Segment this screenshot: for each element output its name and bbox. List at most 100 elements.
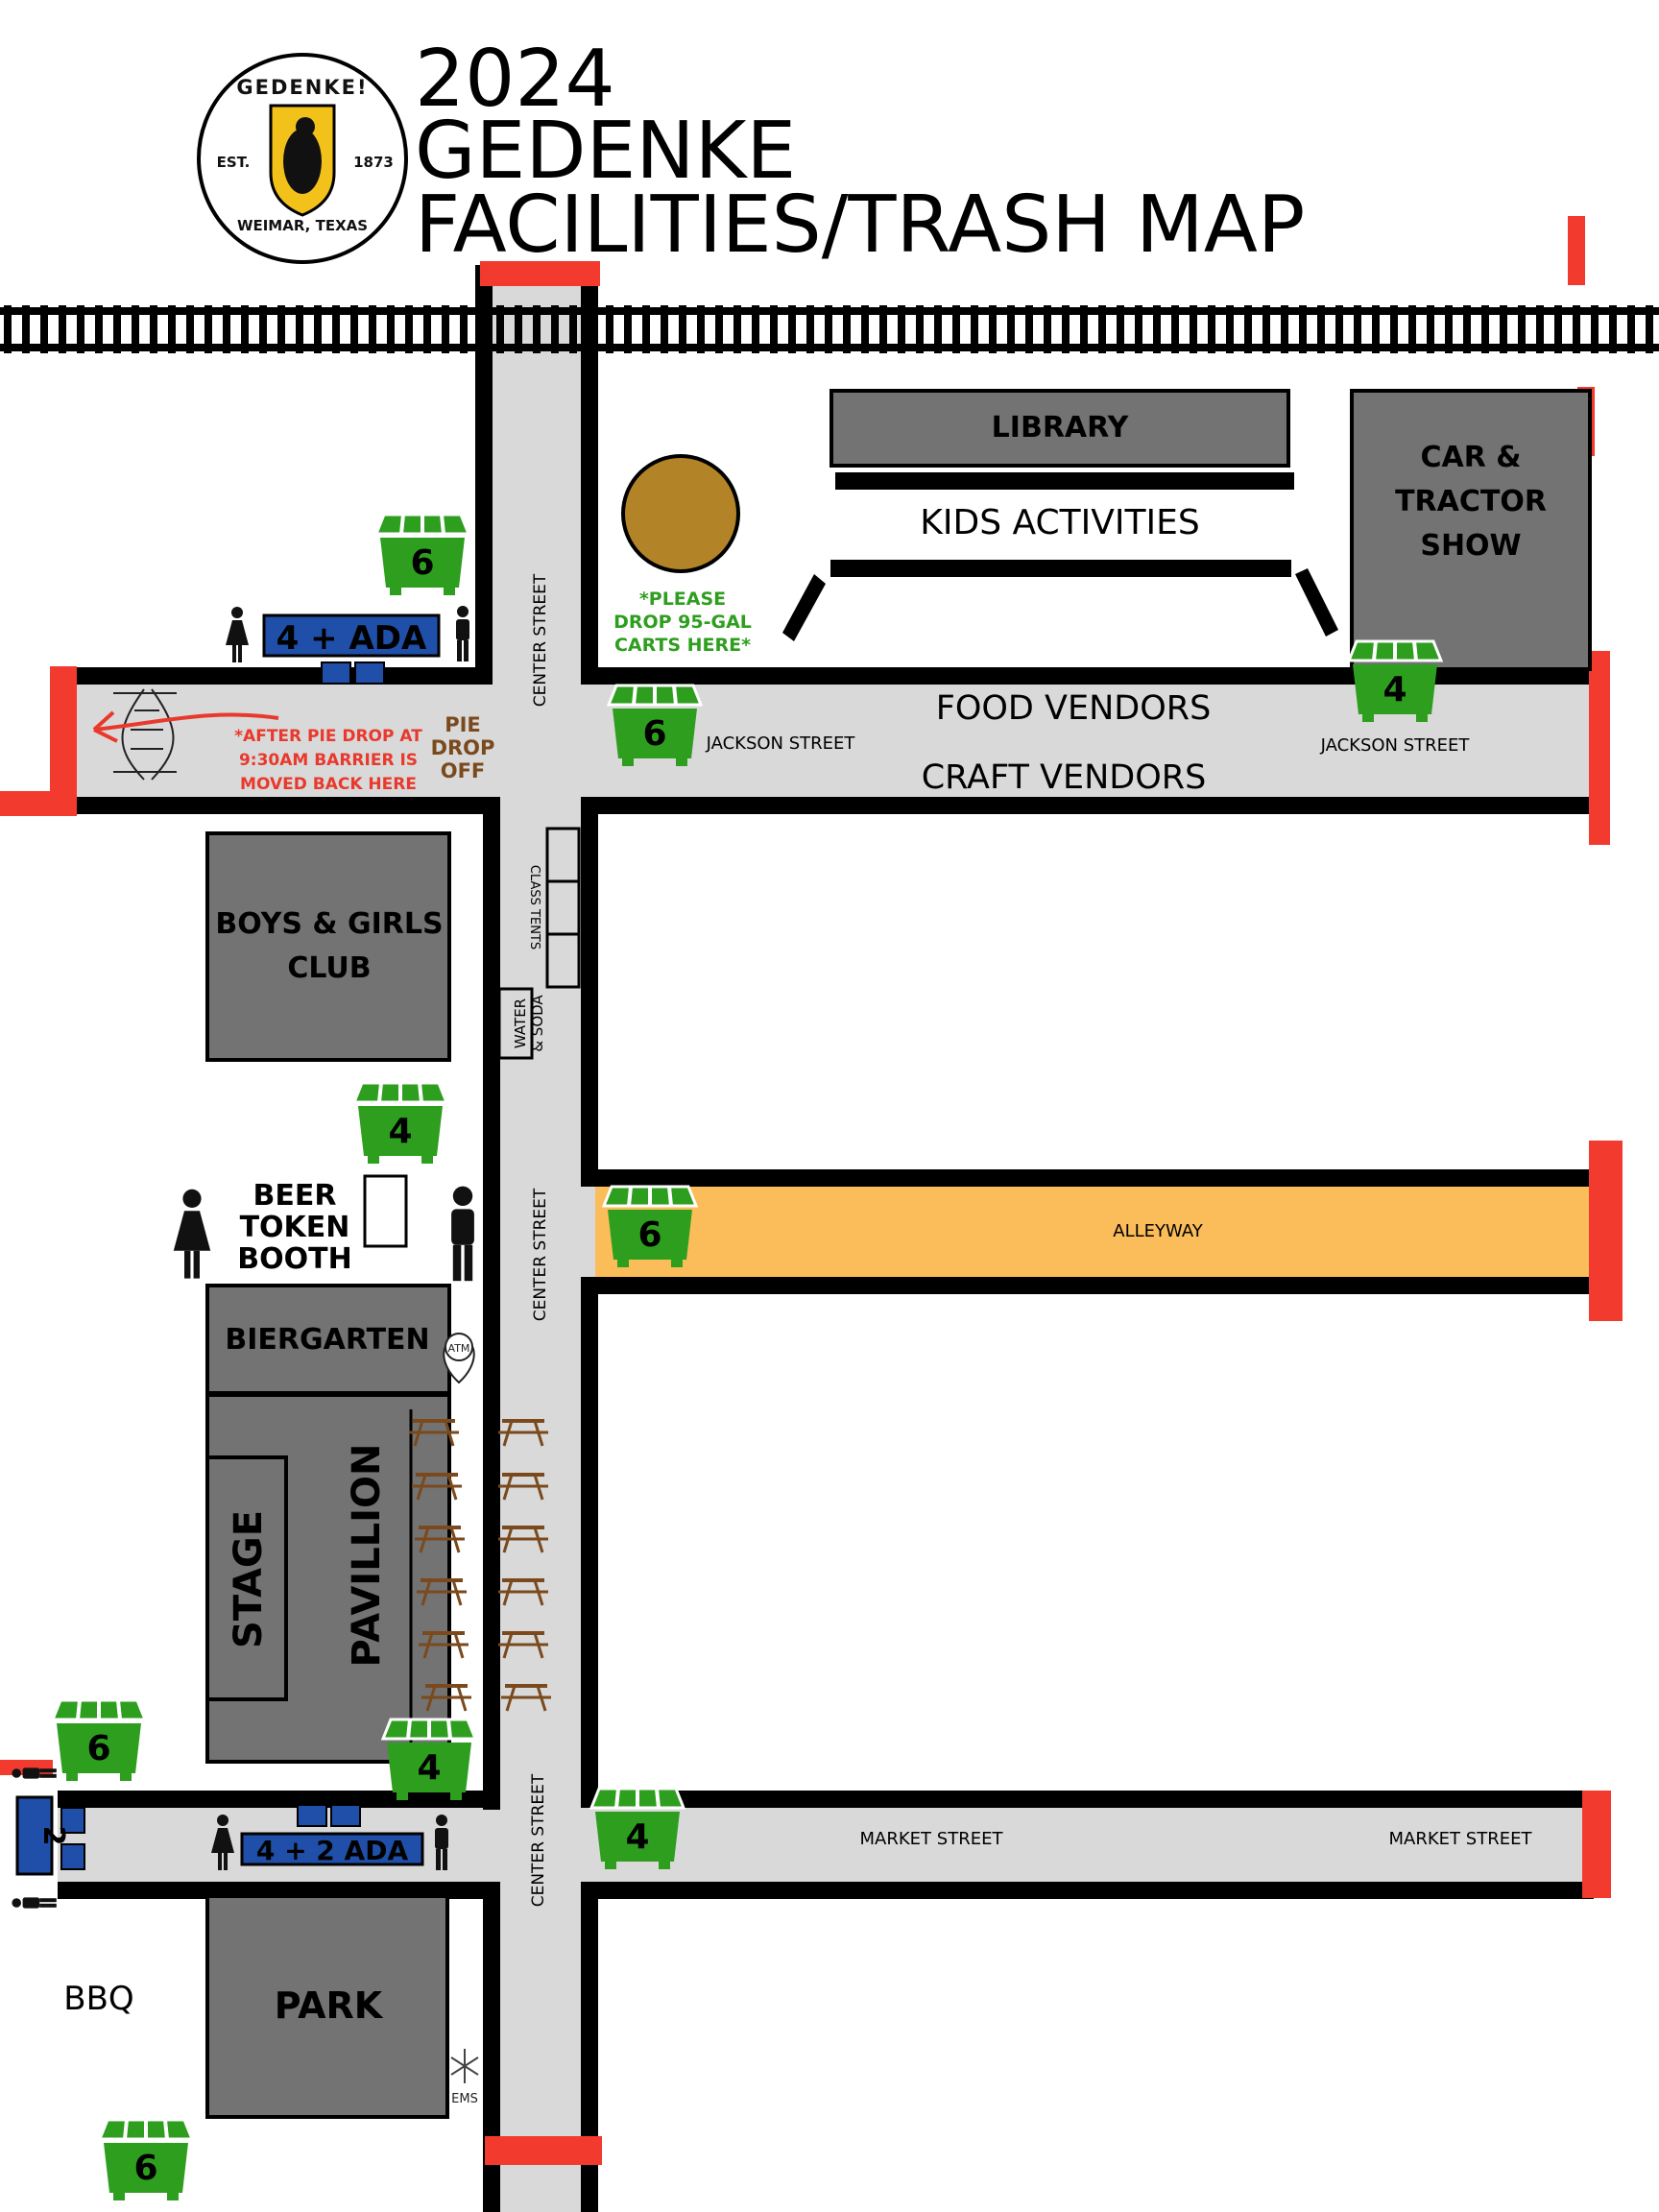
- barrier: [1568, 216, 1585, 285]
- rail-tie: [989, 305, 997, 353]
- carts-note-1: *PLEASE: [639, 589, 726, 610]
- rail-tie: [113, 305, 121, 353]
- market-street-label: MARKET STREET: [1389, 1829, 1533, 1849]
- market-street-label: MARKET STREET: [860, 1829, 1004, 1849]
- dumpster-count: 4: [1382, 670, 1407, 709]
- rail-tie: [1463, 305, 1471, 353]
- title-line-2: FACILITIES/TRASH MAP: [415, 180, 1305, 271]
- kids-activities-label: KIDS ACTIVITIES: [920, 503, 1199, 542]
- roads: [58, 265, 1594, 2212]
- title-year: 2024: [415, 34, 615, 125]
- barrier: [480, 261, 600, 286]
- rail-tie: [551, 305, 559, 353]
- dumpster-count: 6: [410, 543, 434, 583]
- railroad-track: [0, 305, 1659, 353]
- rail-tie: [843, 305, 851, 353]
- rail-tie: [1025, 305, 1033, 353]
- rail-tie: [22, 305, 30, 353]
- rail-tie: [1536, 305, 1544, 353]
- barrier-note-1: *AFTER PIE DROP AT: [234, 727, 422, 746]
- barrier: [1589, 1141, 1623, 1321]
- rail-tie: [588, 305, 595, 353]
- rail-tie: [752, 305, 759, 353]
- rail-tie: [204, 305, 212, 353]
- atm-icon: ATM: [443, 1333, 475, 1384]
- car-tractor-label-1: CAR &: [1421, 441, 1522, 474]
- park-label: PARK: [275, 1984, 384, 2027]
- dumpster-icon: 6: [374, 513, 470, 597]
- logo-top-text: GEDENKE!: [236, 76, 368, 99]
- rail-tie: [1171, 305, 1179, 353]
- stage-label: STAGE: [227, 1510, 271, 1648]
- rail-tie: [916, 305, 924, 353]
- rail-tie: [423, 305, 431, 353]
- restroom-side-sign: [15, 1795, 54, 1876]
- bbq-label: BBQ: [63, 1980, 133, 2018]
- restroom-top-label: 4 + ADA: [276, 619, 427, 658]
- beer-token-label-1: BEER: [253, 1179, 337, 1213]
- boys-girls-label-2: CLUB: [287, 951, 371, 985]
- rail-tie: [1317, 305, 1325, 353]
- rail-tie: [1244, 305, 1252, 353]
- rail-tie: [1408, 305, 1416, 353]
- water-label: WATER: [512, 998, 529, 1048]
- rail-tie: [1080, 305, 1088, 353]
- rail-tie: [733, 305, 741, 353]
- beer-token-label-3: BOOTH: [237, 1242, 351, 1276]
- man-restroom-icon: [451, 1186, 474, 1282]
- boys-girls-label-1: BOYS & GIRLS: [215, 907, 443, 941]
- rail-tie: [1591, 305, 1599, 353]
- rail-tie: [715, 305, 723, 353]
- rail-tie: [806, 305, 814, 353]
- barrier: [0, 791, 77, 816]
- rail-tie: [314, 305, 322, 353]
- rail-tie: [95, 305, 103, 353]
- dumpster-icon: 4: [1347, 639, 1443, 724]
- restrooms: [12, 606, 474, 1909]
- food-vendors-label: FOOD VENDORS: [936, 689, 1212, 728]
- biergarten-building: [205, 1284, 451, 1395]
- dumpster-count: 4: [388, 1112, 412, 1151]
- rail-tie: [1098, 305, 1106, 353]
- car-tractor-building: [1350, 389, 1592, 671]
- buildings: [205, 389, 1592, 2119]
- jackson-street-label: JACKSON STREET: [706, 733, 856, 754]
- rail-tie: [350, 305, 358, 353]
- rail-tie: [496, 305, 504, 353]
- alleyway-label: ALLEYWAY: [1113, 1221, 1203, 1241]
- rail-tie: [1354, 305, 1361, 353]
- rail-tie: [77, 305, 84, 353]
- boys-girls-club-building: [205, 831, 451, 1062]
- rail-tie: [1481, 305, 1489, 353]
- rail-tie: [1427, 305, 1434, 353]
- library-building: [830, 389, 1290, 468]
- rail-tie: [1335, 305, 1343, 353]
- title-line-1: GEDENKE: [415, 106, 796, 197]
- rail-tie: [1007, 305, 1015, 353]
- rail-tie: [186, 305, 194, 353]
- center-street-label: CENTER STREET: [531, 573, 550, 707]
- dumpsters: 6 6 4 4 6 6 4 4 6: [51, 513, 1443, 2202]
- kids-activities-area: [782, 472, 1338, 641]
- rail-tie: [387, 305, 395, 353]
- man-restroom-icon: [456, 606, 469, 661]
- barrier-note-2: 9:30AM BARRIER IS: [239, 751, 418, 770]
- class-tents: [545, 827, 581, 989]
- rail-tie: [168, 305, 176, 353]
- restroom-bottom-label: 4 + 2 ADA: [256, 1835, 409, 1866]
- dumpster-count: 6: [637, 1215, 661, 1255]
- rail-tie: [1627, 305, 1635, 353]
- library-label: LIBRARY: [992, 411, 1130, 445]
- jackson-street-label: JACKSON STREET: [1320, 735, 1471, 756]
- person-icon: [12, 1897, 57, 1909]
- rail-tie: [825, 305, 832, 353]
- rail-tie: [679, 305, 686, 353]
- rail-tie: [861, 305, 869, 353]
- rail-tie: [952, 305, 960, 353]
- rail-tie: [241, 305, 249, 353]
- arrow-icon: [93, 712, 279, 732]
- carts-note-3: CARTS HERE*: [614, 635, 751, 656]
- logo-est: EST.: [217, 154, 251, 171]
- dumpster-icon: 4: [352, 1081, 448, 1166]
- rail-tie: [296, 305, 303, 353]
